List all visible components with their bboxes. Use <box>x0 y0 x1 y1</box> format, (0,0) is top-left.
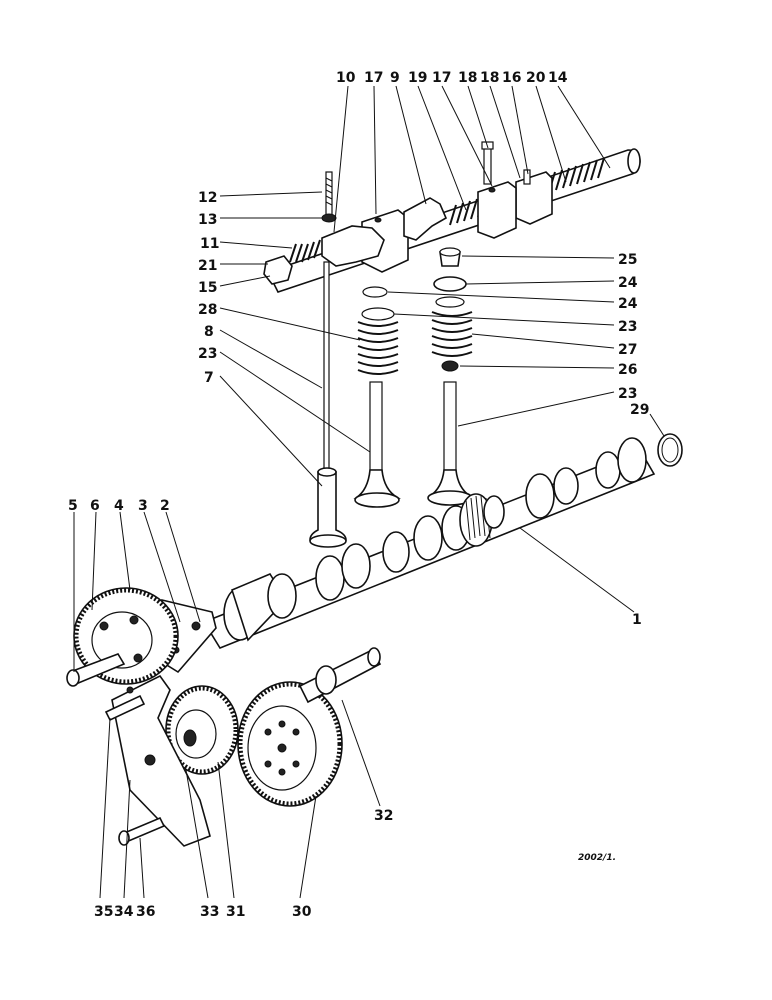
leader-lines <box>73 85 665 899</box>
callout-13: 13 <box>198 212 217 228</box>
callout-18: 18 <box>480 70 499 86</box>
callout-labels: 10 17 9 19 17 18 18 16 20 14 12 13 11 21… <box>68 70 649 920</box>
callout-1: 1 <box>632 612 642 628</box>
callout-31: 29 <box>630 402 649 418</box>
rocker-spring-left <box>289 239 321 263</box>
rocker-arm-inner <box>403 197 448 241</box>
tappet <box>309 471 347 541</box>
callout-35: 33 <box>200 904 219 920</box>
valve-stem-left <box>369 381 383 471</box>
callout-22: 21 <box>198 258 217 274</box>
valve-stem-right <box>443 381 457 471</box>
callout-4: 4 <box>114 498 124 514</box>
rocker-shaft-end <box>627 148 641 174</box>
rocker-bracket-middle <box>477 181 517 239</box>
callout-9: 9 <box>390 70 400 86</box>
rocker-shaft-assembly <box>263 141 641 293</box>
callout-16: 16 <box>502 70 521 86</box>
valve-spring-left <box>357 321 399 375</box>
callout-25: 23 <box>618 319 637 335</box>
callout-5: 5 <box>68 498 78 514</box>
valve-retainer <box>435 296 465 308</box>
valve-spring-right <box>431 311 473 357</box>
callout-11: 11 <box>200 236 219 252</box>
callout-14: 14 <box>548 70 568 86</box>
callout-28: 26 <box>618 362 637 378</box>
callout-20: 19 <box>408 70 427 86</box>
bracket-stud <box>523 169 531 185</box>
callout-2: 2 <box>160 498 170 514</box>
callout-12: 12 <box>198 190 217 206</box>
spring-cap <box>362 286 388 298</box>
callout-10: 10 <box>336 70 356 86</box>
callout-8: 8 <box>204 324 214 340</box>
drawing-reference-code: 2002/1. <box>578 853 616 863</box>
callout-26: 24 <box>618 275 638 291</box>
callout-6: 6 <box>90 498 100 514</box>
valve-collet <box>433 276 467 292</box>
adjusting-locknut <box>321 213 337 223</box>
callout-34: 32 <box>374 808 393 824</box>
callout-38: 36 <box>136 904 155 920</box>
callout-17-left: 17 <box>364 70 383 86</box>
callout-36: 34 <box>114 904 134 920</box>
callout-15: 15 <box>198 280 217 296</box>
callout-27: 25 <box>618 252 637 268</box>
callout-33: 31 <box>226 904 245 920</box>
callout-32: 30 <box>292 904 312 920</box>
callout-17-right: 17 <box>432 70 451 86</box>
rocker-arm-outer <box>321 225 385 267</box>
spring-collar <box>361 307 395 321</box>
rocker-bracket-right <box>515 171 553 225</box>
idler-bracket <box>111 674 211 847</box>
cam-lobe <box>315 555 345 601</box>
callout-37: 35 <box>94 904 113 920</box>
callout-3: 3 <box>138 498 148 514</box>
idler-gear <box>165 685 239 775</box>
pushrod-tappet <box>309 261 347 548</box>
idler-shaft <box>298 647 382 704</box>
callout-7: 7 <box>204 370 214 386</box>
rocker-spring-middle <box>449 196 485 226</box>
callout-21: 20 <box>526 70 546 86</box>
valve-assembly-left <box>353 286 402 508</box>
callout-30: 28 <box>198 302 217 318</box>
callout-24: 24 <box>618 296 638 312</box>
callout-23-right: 23 <box>618 386 637 402</box>
callout-23-left: 23 <box>198 346 217 362</box>
push-rod <box>323 261 330 473</box>
callout-19: 18 <box>458 70 477 86</box>
valve-assembly-right <box>427 247 473 506</box>
camshaft <box>202 433 683 649</box>
shaft-end-plug <box>263 255 293 285</box>
valve-seal <box>441 360 459 372</box>
crankshaft-gear <box>237 681 343 807</box>
bracket-bolt-upper <box>104 694 146 722</box>
callout-29: 27 <box>618 342 637 358</box>
bracket-bolt <box>483 145 492 185</box>
